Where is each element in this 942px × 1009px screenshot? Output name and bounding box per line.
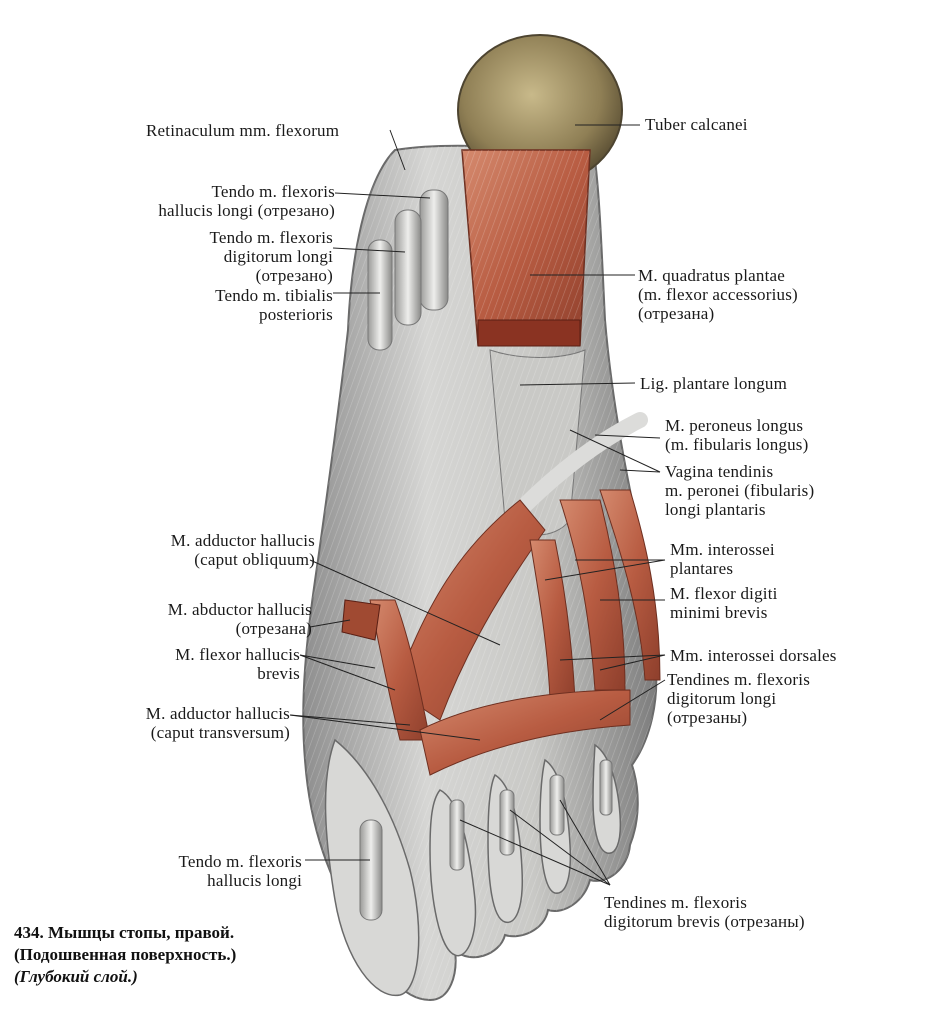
label-retinaculum: Retinaculum mm. flexorum [146,121,340,140]
tendon-fhl-toe [359,819,383,921]
label-tuber-calcanei: Tuber calcanei [645,115,748,134]
flexor-digiti-minimi [599,489,661,681]
adductor-hallucis-transversum [419,689,631,776]
peroneus-longus-tendon [512,412,648,518]
label-peroneus-longus: M. peroneus longus(m. fibularis longus) [665,416,809,454]
leader-lines [289,124,666,886]
tendon-tib-post [367,239,393,351]
label-lig-plantare: Lig. plantare longum [640,374,788,393]
label-quadratus-plantae: M. quadratus plantae(m. flexor accessori… [638,266,798,323]
tendon-fdl-cut [394,209,422,326]
label-abductor-hallucis: M. abductor hallucis(отрезана) [167,600,312,638]
label-adductor-transversum: M. adductor hallucis(caput transversum) [145,704,290,742]
label-adductor-obliquum: M. adductor hallucis(caput obliquum) [170,531,315,569]
label-interossei-dorsales: Mm. interossei dorsales [670,646,837,665]
tendon-fhl-cut [419,189,449,311]
figure-caption: 434. Мышцы стопы, правой. (Подошвенная п… [14,923,237,986]
